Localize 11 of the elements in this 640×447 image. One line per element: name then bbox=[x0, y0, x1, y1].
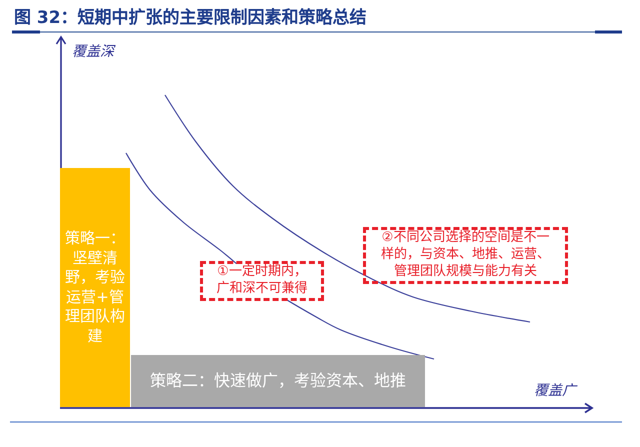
axis-label: 覆盖广 bbox=[534, 383, 576, 400]
dashed-note-box bbox=[363, 227, 568, 284]
strategy-band bbox=[131, 355, 425, 407]
strategy-bar bbox=[60, 168, 130, 407]
dashed-note-box bbox=[200, 261, 324, 301]
note-text: ①一定时期内，广和深不可兼得 bbox=[214, 264, 310, 298]
diagram-title: 图 32：短期中扩张的主要限制因素和策略总结 bbox=[14, 7, 367, 30]
note-text: ②不同公司选择的空间是不一样的，与资本、地推、运营、管理团队规模与能力有关 bbox=[380, 230, 551, 281]
strategy-text: 策略二：快速做广，考验资本、地推 bbox=[149, 370, 407, 392]
strategy-text: 策略一：坚壁清野，考验运营+管理团队构建 bbox=[64, 229, 126, 346]
axis-label: 覆盖深 bbox=[72, 44, 114, 61]
